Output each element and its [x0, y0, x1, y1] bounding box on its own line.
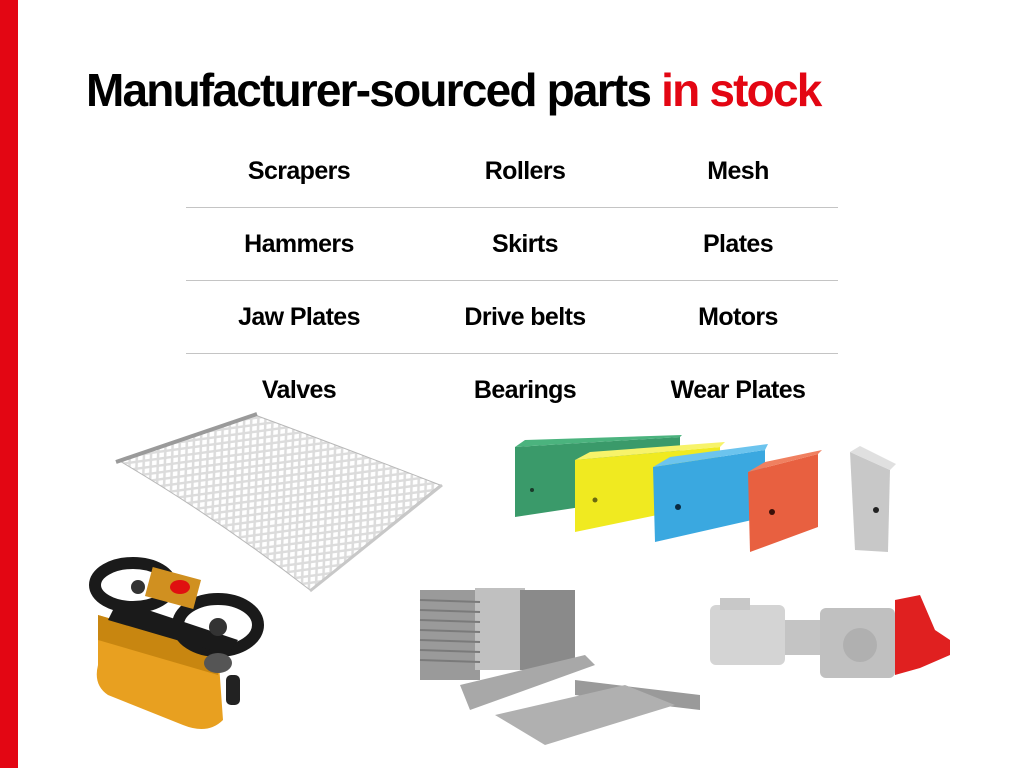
parts-row: Jaw Plates Drive belts Motors: [186, 281, 838, 354]
part-label: Jaw Plates: [238, 302, 360, 331]
brand-accent-bar: [0, 0, 18, 768]
gear-motor-image: [710, 595, 950, 678]
part-label: Bearings: [473, 375, 577, 404]
part-label: Hammers: [244, 229, 354, 258]
screen-mesh-image: [115, 412, 443, 593]
jaw-plates-image: [419, 588, 700, 745]
parts-grid: Scrapers Rollers Mesh Hammers Skirts Pla…: [186, 135, 838, 426]
part-label: Rollers: [484, 156, 566, 185]
part-label: Scrapers: [247, 156, 351, 185]
parts-row: Hammers Skirts Plates: [186, 208, 838, 281]
part-label: Mesh: [707, 156, 769, 185]
remote-control-image: [89, 557, 264, 729]
parts-row: Valves Bearings Wear Plates: [186, 354, 838, 426]
part-label: Drive belts: [464, 302, 586, 331]
title-main: Manufacturer-sourced parts: [86, 64, 662, 116]
part-label: Plates: [702, 229, 774, 258]
slide-title: Manufacturer-sourced parts in stock: [86, 62, 822, 118]
wear-blocks-image: [515, 435, 896, 552]
part-label: Skirts: [492, 229, 558, 258]
part-label: Motors: [698, 302, 778, 331]
part-label: Valves: [261, 375, 337, 404]
title-highlight: in stock: [661, 64, 822, 116]
part-label: Wear Plates: [670, 375, 806, 404]
parts-row: Scrapers Rollers Mesh: [186, 135, 838, 208]
